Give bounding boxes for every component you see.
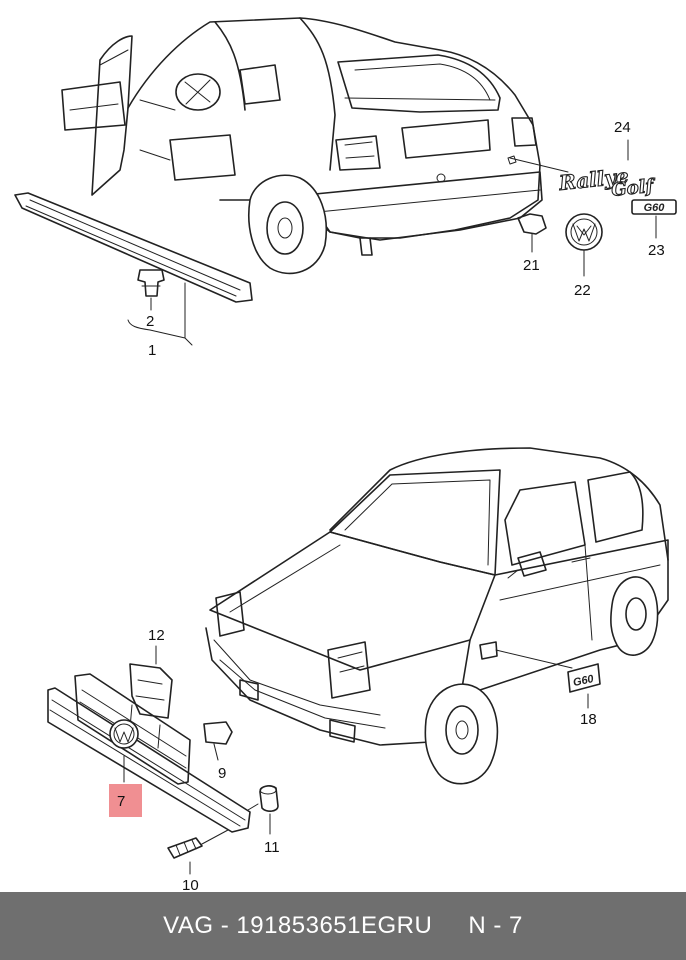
callout-10: 10 [182,877,199,892]
callout-2: 2 [146,313,154,330]
callout-11: 11 [264,839,280,856]
part-number: VAG - 191853651EGRU [163,912,433,939]
rear-car-illustration [61,17,569,275]
trim-clip [137,269,165,297]
callout-18: 18 [580,711,597,728]
parts-diagram: Rallye Golf G60 [14,17,677,892]
vw-emblem-rear [565,213,603,277]
radiator-grille [47,673,251,833]
front-car-illustration [205,447,669,785]
rallye-golf-emblem: Rallye Golf [556,139,658,202]
rubber-buffer [247,785,279,835]
footer-bar: VAG - 191853651EGRU N - 7 [0,892,686,960]
callout-24: 24 [614,119,631,136]
callout-12: 12 [148,627,165,644]
sill-trim-strip [14,192,253,303]
callout-23: 23 [648,242,665,259]
callout-21: 21 [523,257,540,274]
g60-badge-rear: G60 [631,199,677,239]
callout-9: 9 [218,765,226,782]
callout-1: 1 [148,342,156,359]
svg-text:G60: G60 [572,673,596,689]
grille-clip [203,721,233,761]
grille-screw [167,829,229,875]
grille-bracket [129,645,173,719]
page-reference: N - 7 [468,912,523,939]
callout-7: 7 [117,793,125,810]
callout-22: 22 [574,282,591,299]
svg-text:Golf: Golf [610,175,657,201]
highlight-box [109,784,142,817]
leader-lines-1-2 [127,282,193,346]
svg-text:G60: G60 [644,202,666,214]
g60-badge-side: G60 [567,663,601,709]
screw-21 [517,213,547,253]
